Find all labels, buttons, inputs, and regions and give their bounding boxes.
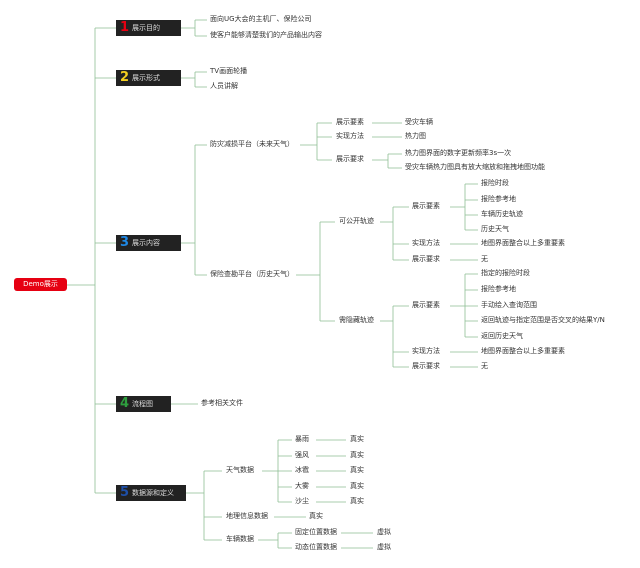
node-vehicle-dynamic[interactable]: 动态位置数据 <box>295 543 337 551</box>
node-t2-req-value[interactable]: 无 <box>481 362 488 370</box>
connector <box>181 19 207 37</box>
node-t1-req-value[interactable]: 无 <box>481 255 488 263</box>
branch-number-4: 4 <box>120 396 130 411</box>
node-t2-elements[interactable]: 展示要素 <box>412 301 440 309</box>
node-weather-dust-value[interactable]: 真实 <box>350 497 364 505</box>
node-purpose-audience[interactable]: 面向UG大会的主机厂、保险公司 <box>210 15 312 23</box>
connector <box>316 439 346 503</box>
node-p1-requirements[interactable]: 展示要求 <box>336 155 364 163</box>
connector <box>372 122 402 169</box>
branch-number-2: 2 <box>120 70 130 85</box>
connector <box>450 183 478 231</box>
connector <box>258 532 292 549</box>
node-form-tv[interactable]: TV画面轮播 <box>210 67 248 75</box>
node-t1-elements[interactable]: 展示要素 <box>412 202 440 210</box>
node-t2-method[interactable]: 实现方法 <box>412 347 440 355</box>
connector <box>380 305 409 368</box>
connector <box>181 144 207 276</box>
node-t1-requirements[interactable]: 展示要求 <box>412 255 440 263</box>
node-vehicle-fixed-value[interactable]: 虚拟 <box>377 528 391 536</box>
node-t2-el-time[interactable]: 指定的报险时段 <box>481 269 530 277</box>
branch-number-5: 5 <box>120 485 130 500</box>
connector <box>186 470 222 541</box>
node-t2-el-weather[interactable]: 返回历史天气 <box>481 332 523 340</box>
node-weather-dust[interactable]: 沙尘 <box>295 497 309 505</box>
node-p1-elements[interactable]: 展示要素 <box>336 118 364 126</box>
node-platform-claims[interactable]: 保险查勘平台（历史天气） <box>210 270 294 278</box>
connector <box>300 122 332 161</box>
branch-number-3: 3 <box>120 235 130 250</box>
branch-label-3: 展示内容 <box>132 239 161 247</box>
node-p1-method-value[interactable]: 热力图 <box>405 132 426 140</box>
node-vehicle-fixed[interactable]: 固定位置数据 <box>295 528 337 536</box>
node-geo-data[interactable]: 地理信息数据 <box>226 512 268 520</box>
connector <box>262 439 292 503</box>
node-p1-method[interactable]: 实现方法 <box>336 132 364 140</box>
node-public-track[interactable]: 可公开轨迹 <box>339 217 374 225</box>
node-t2-el-result[interactable]: 返回轨迹与指定范围是否交叉的结果Y/N <box>481 316 605 324</box>
node-t1-method-value[interactable]: 地图界面整合以上多重要素 <box>481 239 565 247</box>
connector <box>380 206 409 261</box>
node-t1-el-location[interactable]: 报险参考地 <box>481 195 516 203</box>
node-hidden-track[interactable]: 需隐藏轨迹 <box>339 316 374 324</box>
node-t1-el-time[interactable]: 报险时段 <box>481 179 509 187</box>
node-weather-rain[interactable]: 暴雨 <box>295 435 309 443</box>
connector <box>450 273 478 338</box>
node-t2-method-value[interactable]: 地图界面整合以上多重要素 <box>481 347 565 355</box>
node-vehicle-data[interactable]: 车辆数据 <box>226 535 254 543</box>
node-flow-reference[interactable]: 参考相关文件 <box>201 399 243 407</box>
connector <box>296 221 335 322</box>
node-weather-data[interactable]: 天气数据 <box>226 466 254 474</box>
connector <box>341 532 373 549</box>
root-node[interactable]: Demo展示 <box>14 278 67 291</box>
branch-label-4: 流程图 <box>132 400 154 408</box>
connector <box>450 243 478 261</box>
connector <box>450 351 478 368</box>
node-p1-req-zoom[interactable]: 受灾车辆热力图具有放大缩放和拖拽地图功能 <box>405 163 545 171</box>
node-t2-el-range[interactable]: 手动绘入查询范围 <box>481 301 537 309</box>
connector <box>67 27 116 494</box>
node-t1-method[interactable]: 实现方法 <box>412 239 440 247</box>
node-t2-requirements[interactable]: 展示要求 <box>412 362 440 370</box>
node-p1-req-refresh[interactable]: 热力图界面的数字更新频率3s一次 <box>405 149 512 157</box>
node-purpose-clarity[interactable]: 使客户能够清楚我们的产品输出内容 <box>210 31 322 39</box>
node-t2-el-location[interactable]: 报险参考地 <box>481 285 516 293</box>
node-weather-fog-value[interactable]: 真实 <box>350 482 364 490</box>
node-weather-wind[interactable]: 强风 <box>295 451 309 459</box>
node-weather-rain-value[interactable]: 真实 <box>350 435 364 443</box>
node-weather-hail[interactable]: 冰雹 <box>295 466 309 474</box>
branch-label-2: 展示形式 <box>132 74 161 82</box>
branch-label-1: 展示目的 <box>132 24 161 32</box>
node-t1-el-weather[interactable]: 历史天气 <box>481 225 509 233</box>
node-weather-wind-value[interactable]: 真实 <box>350 451 364 459</box>
branch-number-1: 1 <box>120 20 130 35</box>
node-form-staff[interactable]: 人员讲解 <box>210 82 238 90</box>
node-weather-hail-value[interactable]: 真实 <box>350 466 364 474</box>
connector <box>181 71 207 88</box>
node-geo-data-value[interactable]: 真实 <box>309 512 323 520</box>
node-platform-disaster[interactable]: 防灾减损平台（未来天气） <box>210 140 294 148</box>
node-vehicle-dynamic-value[interactable]: 虚拟 <box>377 543 391 551</box>
node-t1-el-history[interactable]: 车辆历史轨迹 <box>481 210 523 218</box>
node-weather-fog[interactable]: 大雾 <box>295 482 309 490</box>
node-p1-elements-value[interactable]: 受灾车辆 <box>405 118 433 126</box>
branch-label-5: 数据源和定义 <box>132 489 175 497</box>
